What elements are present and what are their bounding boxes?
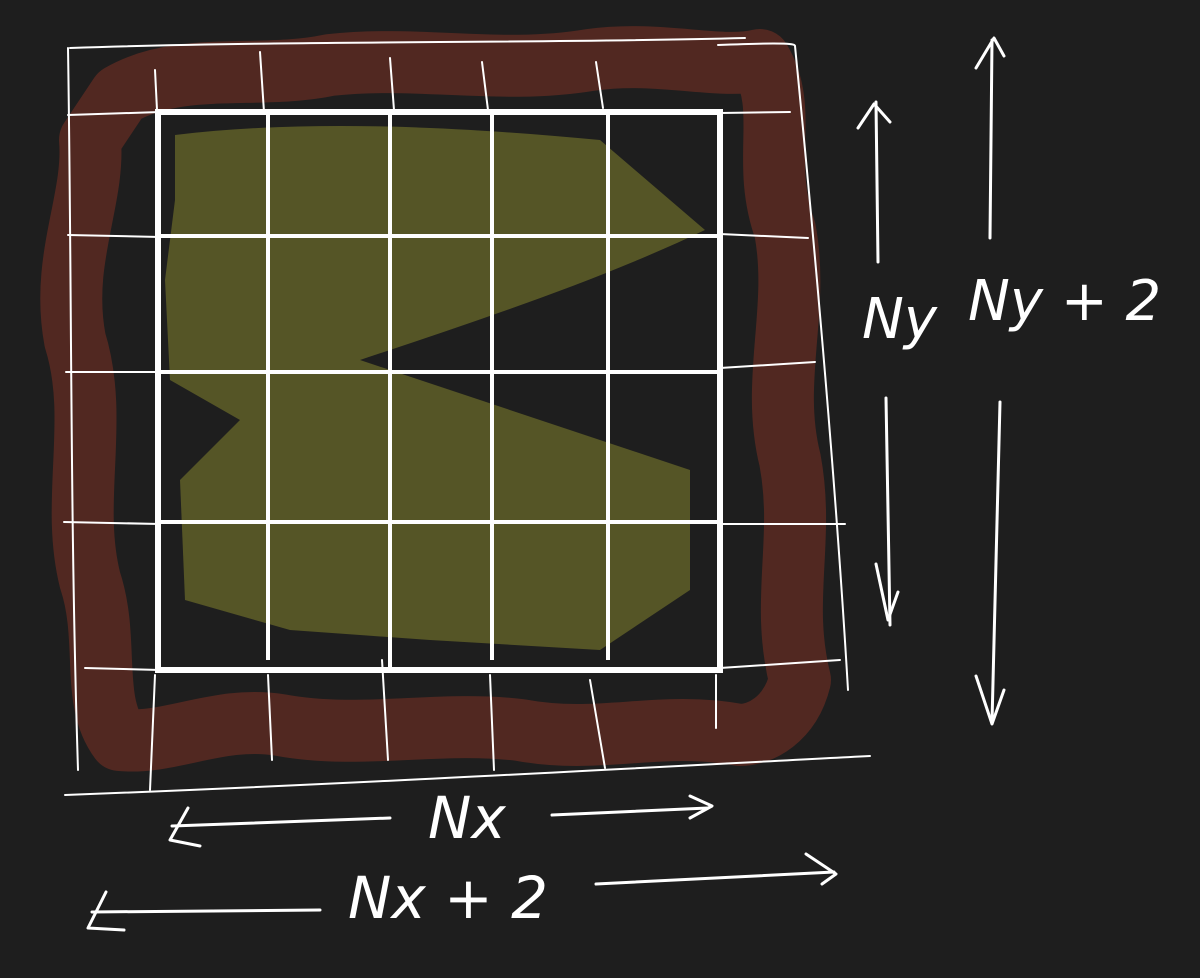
nx-dimension-arrow — [168, 794, 714, 848]
ny-label: Ny — [862, 287, 938, 352]
ny-plus-2-dimension-arrow — [974, 36, 1006, 726]
nx-plus-2-dimension-arrow — [86, 852, 838, 932]
nx-label: Nx — [428, 784, 506, 852]
ghost-cell-band — [40, 26, 831, 772]
interior-domain-fill — [165, 125, 705, 650]
ny-plus-2-label: Ny + 2 — [968, 269, 1161, 334]
outer-grid — [63, 37, 871, 796]
nx-plus-2-label: Nx + 2 — [348, 864, 548, 932]
interior-grid — [155, 109, 723, 673]
ny-dimension-arrow — [856, 100, 900, 627]
